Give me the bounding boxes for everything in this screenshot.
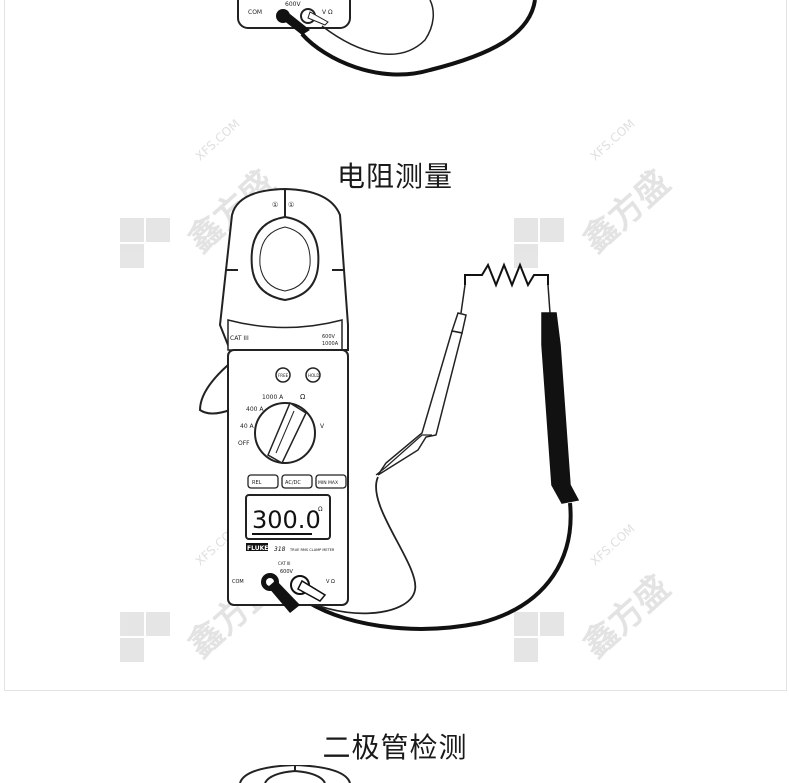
clamp-meter-illustration: ① ① CAT III 600V 1000A FREE HOLD 1000 A … [198, 187, 580, 631]
dial-label-400a: 400 A [246, 406, 264, 413]
jaw-mark-left: ① [272, 201, 278, 209]
watermark-top-right [514, 100, 664, 268]
diode-title: 二极管检测 [322, 731, 468, 764]
cat-label: CAT III [230, 335, 249, 342]
com-terminal-label: COM [232, 579, 244, 585]
model-text: TRUE RMS CLAMP METER [289, 548, 335, 552]
top-com-label: COM [248, 9, 262, 16]
right-probe [541, 312, 580, 504]
free-button-label: FREE [278, 373, 289, 378]
hold-button-label: HOLD [308, 373, 319, 378]
free-button[interactable] [275, 367, 291, 383]
clamp-trigger [198, 362, 232, 415]
resistor-symbol [464, 262, 549, 288]
display-unit: Ω [318, 506, 323, 513]
top-meter-illustration: COM 600V V Ω [237, 0, 537, 77]
terminal-voltage: 600V [280, 569, 294, 575]
bottom-meter-remnant [239, 765, 351, 783]
brand-logo: FLUKE [247, 545, 268, 552]
rel-button-label: REL [252, 480, 262, 486]
white-cable [284, 476, 416, 615]
rating-bottom: 1000A [322, 341, 339, 347]
dial-label-40a: 40 A [240, 423, 255, 430]
dial-label-v: V [320, 423, 325, 430]
watermark-top-left [120, 100, 270, 268]
top-voltage-label: 600V [285, 1, 301, 8]
watermark-bottom-left [120, 510, 270, 662]
dial-label-omega: Ω [300, 393, 306, 401]
lcd-display [245, 494, 331, 540]
minmax-button[interactable] [315, 474, 347, 489]
left-probe-tip [460, 284, 466, 314]
jaw-mark-right: ① [288, 201, 294, 209]
left-probe [451, 312, 467, 334]
terminal-cat: CAT III [278, 561, 290, 566]
rel-button[interactable] [247, 474, 279, 489]
watermark-bottom-right [514, 510, 664, 662]
display-value: 300.0 [252, 506, 321, 534]
rating-top: 600V [322, 334, 336, 340]
minmax-button-label: MIN MAX [318, 480, 338, 486]
dial-label-1000a: 1000 A [262, 394, 284, 401]
dial-label-off: OFF [238, 440, 250, 447]
hold-button[interactable] [305, 367, 321, 383]
content-panel [4, 0, 787, 691]
model-number: 318 [274, 546, 286, 553]
top-vo-label: V Ω [322, 9, 333, 16]
black-cable [298, 502, 573, 631]
vo-terminal-label: V Ω [326, 579, 335, 585]
acdc-button[interactable] [281, 474, 313, 489]
right-probe-tip [547, 284, 551, 314]
acdc-button-label: AC/DC [285, 480, 301, 486]
resistance-title: 电阻测量 [336, 160, 453, 193]
